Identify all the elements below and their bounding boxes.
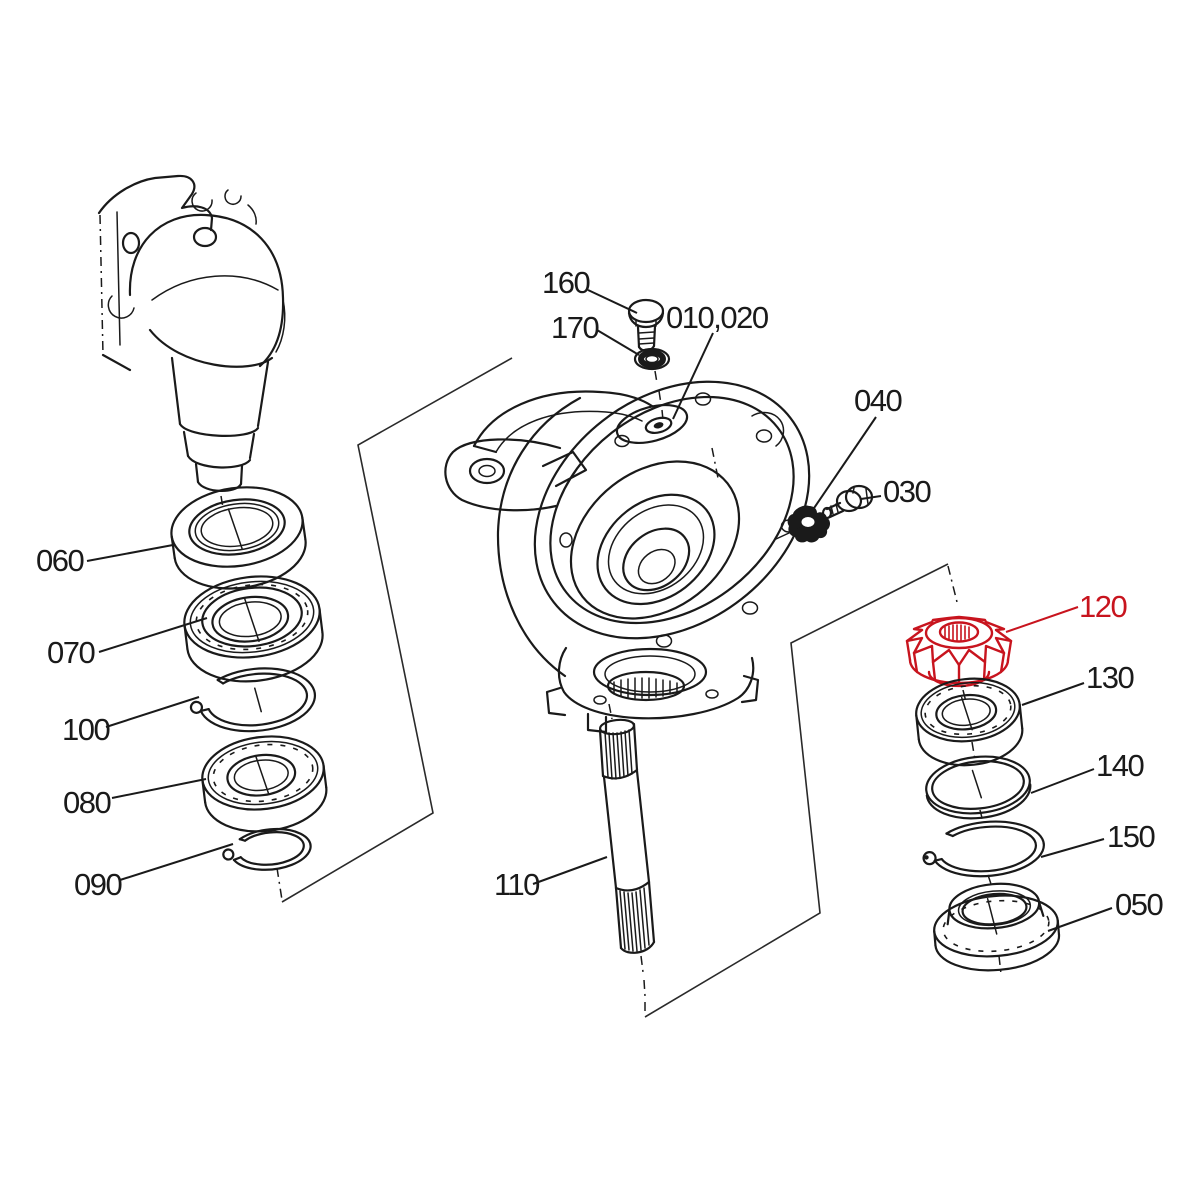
leader-line-160 — [587, 289, 638, 314]
leader-line-080 — [111, 778, 207, 799]
part-snap-ring-150 — [922, 820, 1045, 878]
part-bearing-080 — [201, 735, 328, 833]
callout-label-150: 150 — [1107, 819, 1155, 854]
part-washer-170 — [633, 347, 671, 371]
leader-line-120 — [1005, 606, 1079, 633]
part-knuckle-support — [97, 174, 286, 492]
callouts: 160 170 010,020 040 030 060 070 100 080 090 110 120… — [36, 265, 1165, 932]
callout-label-160: 160 — [542, 265, 590, 300]
part-shaft-110 — [598, 718, 656, 954]
callout-label-100: 100 — [62, 712, 110, 747]
part-snap-ring-100 — [189, 667, 316, 733]
callout-label-140: 140 — [1096, 748, 1144, 783]
leader-line-130 — [1021, 682, 1085, 706]
leader-line-030 — [860, 495, 882, 500]
leader-line-170 — [596, 329, 640, 356]
part-collar-050 — [933, 882, 1061, 972]
leader-line-110 — [532, 856, 608, 885]
callout-label-080: 080 — [63, 785, 111, 820]
callout-label-130: 130 — [1086, 660, 1134, 695]
leader-line-150 — [1040, 838, 1105, 858]
panel-right — [644, 563, 949, 1018]
callout-label-010,020: 010,020 — [666, 300, 769, 335]
callout-label-050: 050 — [1115, 887, 1163, 922]
callout-label-110: 110 — [494, 867, 540, 902]
leader-line-070 — [98, 617, 208, 653]
leader-line-050 — [1047, 907, 1113, 932]
leader-line-140 — [1030, 768, 1095, 794]
callout-label-070: 070 — [47, 635, 95, 670]
callout-label-040: 040 — [854, 383, 902, 418]
part-star-clip-040 — [775, 505, 830, 543]
panel-left — [281, 357, 513, 903]
part-bearing-130 — [915, 677, 1024, 767]
leader-line-040 — [809, 416, 877, 515]
leader-line-010,020 — [672, 332, 714, 420]
callout-label-030: 030 — [883, 474, 931, 509]
panel-outlines — [281, 357, 949, 1018]
leader-line-060 — [86, 544, 174, 562]
part-snap-ring-090 — [222, 827, 312, 871]
callout-label-120: 120 — [1079, 589, 1127, 624]
callout-label-170: 170 — [551, 310, 599, 345]
callout-label-090: 090 — [74, 867, 122, 902]
part-bevel-gear-120 — [905, 615, 1013, 688]
callout-label-060: 060 — [36, 543, 84, 578]
part-bolt-030 — [821, 484, 874, 520]
leader-line-090 — [119, 843, 234, 881]
part-oil-seal-060 — [170, 486, 307, 590]
part-plug-160 — [627, 298, 665, 352]
leader-line-100 — [105, 696, 200, 728]
part-ring-140 — [925, 755, 1032, 820]
part-housing-010-020 — [444, 380, 811, 734]
